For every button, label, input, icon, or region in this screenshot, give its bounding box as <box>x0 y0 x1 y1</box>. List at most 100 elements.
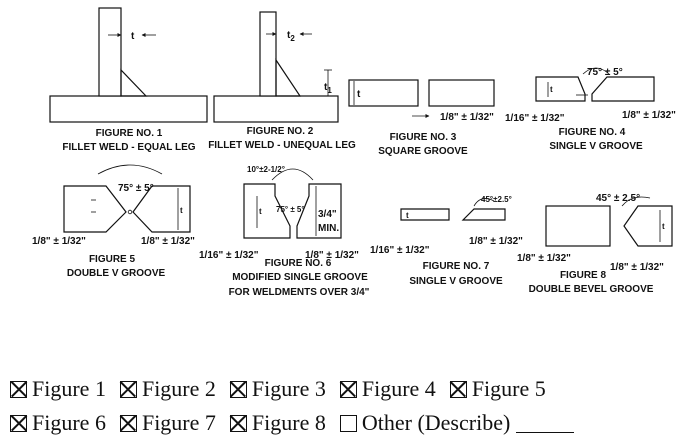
fig7-root-face: 1/16" ± 1/32" <box>370 245 430 256</box>
fig4-t-label: t <box>550 85 553 94</box>
fig6-top-angle: 10°±2-1/2° <box>247 165 285 174</box>
fig6-min-thickness: 3/4" <box>318 209 337 220</box>
checkbox-figure-2[interactable] <box>119 380 137 398</box>
fig5-angle-arc <box>97 164 163 175</box>
figure-checklist: Figure 1 Figure 2 Figure 3 Figure 4 Figu… <box>10 372 690 440</box>
checkbox-figure-1[interactable] <box>10 380 27 398</box>
checkbox-figure-4[interactable] <box>339 380 357 398</box>
fig7-angle: 45°±2.5° <box>481 195 512 204</box>
fig2-name: FILLET WELD - UNEQUAL LEG <box>208 140 356 151</box>
other-describe-blank[interactable] <box>516 414 575 433</box>
fig5-right-plate <box>132 185 191 233</box>
option-label: Figure 2 <box>141 376 216 401</box>
fig2-t2-label: t2 <box>287 30 295 43</box>
fig4-root-face: 1/16" ± 1/32" <box>505 113 565 124</box>
fig1-t-label: t <box>131 31 135 42</box>
fig3-left-plate <box>348 79 419 107</box>
fig6-root-face: 1/16" ± 1/32" <box>199 250 259 261</box>
fig6-left-plate <box>243 183 291 239</box>
fig5-angle: 75° ± 5° <box>118 183 154 194</box>
option-figure-1[interactable]: Figure 1 <box>10 376 106 402</box>
fig7-t-label: t <box>406 211 409 220</box>
fig7-number: FIGURE NO. 7 <box>423 261 490 272</box>
fig4-gap: 1/8" ± 1/32" <box>622 110 676 121</box>
fig5-name: DOUBLE V GROOVE <box>67 268 166 279</box>
option-label: Figure 4 <box>361 376 436 401</box>
option-label: Figure 7 <box>141 410 216 435</box>
fig1-name: FILLET WELD - EQUAL LEG <box>62 142 195 153</box>
fig3-name: SQUARE GROOVE <box>378 146 468 157</box>
option-label: Other (Describe) <box>361 410 511 435</box>
fig8-number: FIGURE 8 <box>560 270 607 281</box>
fig5-root-face: 1/8" ± 1/32" <box>32 236 86 247</box>
fig2-vertical-plate <box>259 11 277 97</box>
fig3-t-label: t <box>357 89 361 100</box>
fig8-right-plate <box>623 205 673 247</box>
option-figure-2[interactable]: Figure 2 <box>119 376 216 402</box>
fig6-min-label: MIN. <box>318 223 339 234</box>
figure-8: 45° ± 2.5° t 1/8" ± 1/32" 1/8" ± 1/32" F… <box>517 193 673 295</box>
figure-6: 10°±2-1/2° 75° ± 5° t 3/4" MIN. 1/16" ± … <box>199 165 370 298</box>
fig8-name: DOUBLE BEVEL GROOVE <box>529 284 654 295</box>
fig7-name: SINGLE V GROOVE <box>409 276 503 287</box>
figure-3: t 1/8" ± 1/32" FIGURE NO. 3 SQUARE GROOV… <box>348 79 495 157</box>
fig8-t-label: t <box>662 222 665 231</box>
fig6-number: FIGURE NO. 6 <box>265 258 332 269</box>
fig4-right-plate <box>591 76 655 102</box>
fig2-base-plate <box>213 95 339 123</box>
option-label: Figure 3 <box>251 376 326 401</box>
figure-2: t2 t1 FIGURE NO. 2 FILLET WELD - UNEQUAL… <box>208 11 356 151</box>
fig6-angle: 75° ± 5° <box>276 205 305 214</box>
figure-5: 75° ± 5° t 1/8" ± 1/32" 1/8" ± 1/32" FIG… <box>32 164 195 279</box>
option-other[interactable]: Other (Describe) <box>339 410 575 436</box>
fig3-gap: 1/8" ± 1/32" <box>440 112 494 123</box>
fig1-number: FIGURE NO. 1 <box>96 128 163 139</box>
fig6-t-label: t <box>259 207 262 216</box>
fig6-name: MODIFIED SINGLE GROOVE <box>232 272 368 283</box>
fig4-number: FIGURE NO. 4 <box>559 127 626 138</box>
figure-7: 45°±2.5° t 1/16" ± 1/32" 1/8" ± 1/32" FI… <box>370 195 523 287</box>
fig1-base-plate <box>49 95 208 123</box>
fig5-root-point <box>127 209 133 215</box>
fig5-gap: 1/8" ± 1/32" <box>141 236 195 247</box>
weld-figures-diagram: t FIGURE NO. 1 FILLET WELD - EQUAL LEG t… <box>32 7 676 298</box>
fig6-angle-arc <box>271 168 314 181</box>
fig6-gap: 1/8" ± 1/32" <box>305 250 359 261</box>
fig7-angle-arc <box>473 198 495 207</box>
option-figure-8[interactable]: Figure 8 <box>229 410 326 436</box>
checkbox-figure-5[interactable] <box>449 380 467 398</box>
option-figure-4[interactable]: Figure 4 <box>339 376 436 402</box>
checkbox-figure-8[interactable] <box>229 414 247 432</box>
fig6-right-plate <box>296 183 342 239</box>
option-label: Figure 1 <box>32 376 106 401</box>
checkbox-figure-6[interactable] <box>10 414 27 432</box>
fig1-fillet-weld <box>120 68 148 97</box>
fig7-left-plate <box>400 208 450 221</box>
fig6-name-line2: FOR WELDMENTS OVER 3/4" <box>229 287 370 298</box>
fig8-root-face: 1/8" ± 1/32" <box>517 253 571 264</box>
fig8-angle: 45° ± 2.5° <box>596 193 640 204</box>
fig4-name: SINGLE V GROOVE <box>549 141 643 152</box>
fig4-angle-arc <box>582 67 610 75</box>
option-figure-5[interactable]: Figure 5 <box>449 376 546 402</box>
option-label: Figure 8 <box>251 410 326 435</box>
fig4-angle: 75° ± 5° <box>587 67 623 78</box>
figure-4: 75° ± 5° t 1/16" ± 1/32" 1/8" ± 1/32" FI… <box>505 67 676 152</box>
fig2-t1-label: t1 <box>324 82 332 95</box>
option-figure-7[interactable]: Figure 7 <box>119 410 216 436</box>
fig8-angle-arc <box>621 196 651 207</box>
fig2-number: FIGURE NO. 2 <box>247 126 314 137</box>
checkbox-other[interactable] <box>339 414 357 432</box>
fig8-gap: 1/8" ± 1/32" <box>610 262 664 273</box>
fig5-left-plate <box>63 185 127 233</box>
checkbox-figure-7[interactable] <box>119 414 137 432</box>
option-label: Figure 5 <box>471 376 546 401</box>
option-figure-6[interactable]: Figure 6 <box>10 410 106 436</box>
fig5-number: FIGURE 5 <box>89 254 136 265</box>
fig1-vertical-plate <box>98 7 122 97</box>
checklist-row-1: Figure 1 Figure 2 Figure 3 Figure 4 Figu… <box>10 372 690 406</box>
checkbox-figure-3[interactable] <box>229 380 247 398</box>
fig3-right-plate <box>428 79 495 107</box>
option-figure-3[interactable]: Figure 3 <box>229 376 326 402</box>
figure-1: t FIGURE NO. 1 FILLET WELD - EQUAL LEG <box>49 7 208 153</box>
